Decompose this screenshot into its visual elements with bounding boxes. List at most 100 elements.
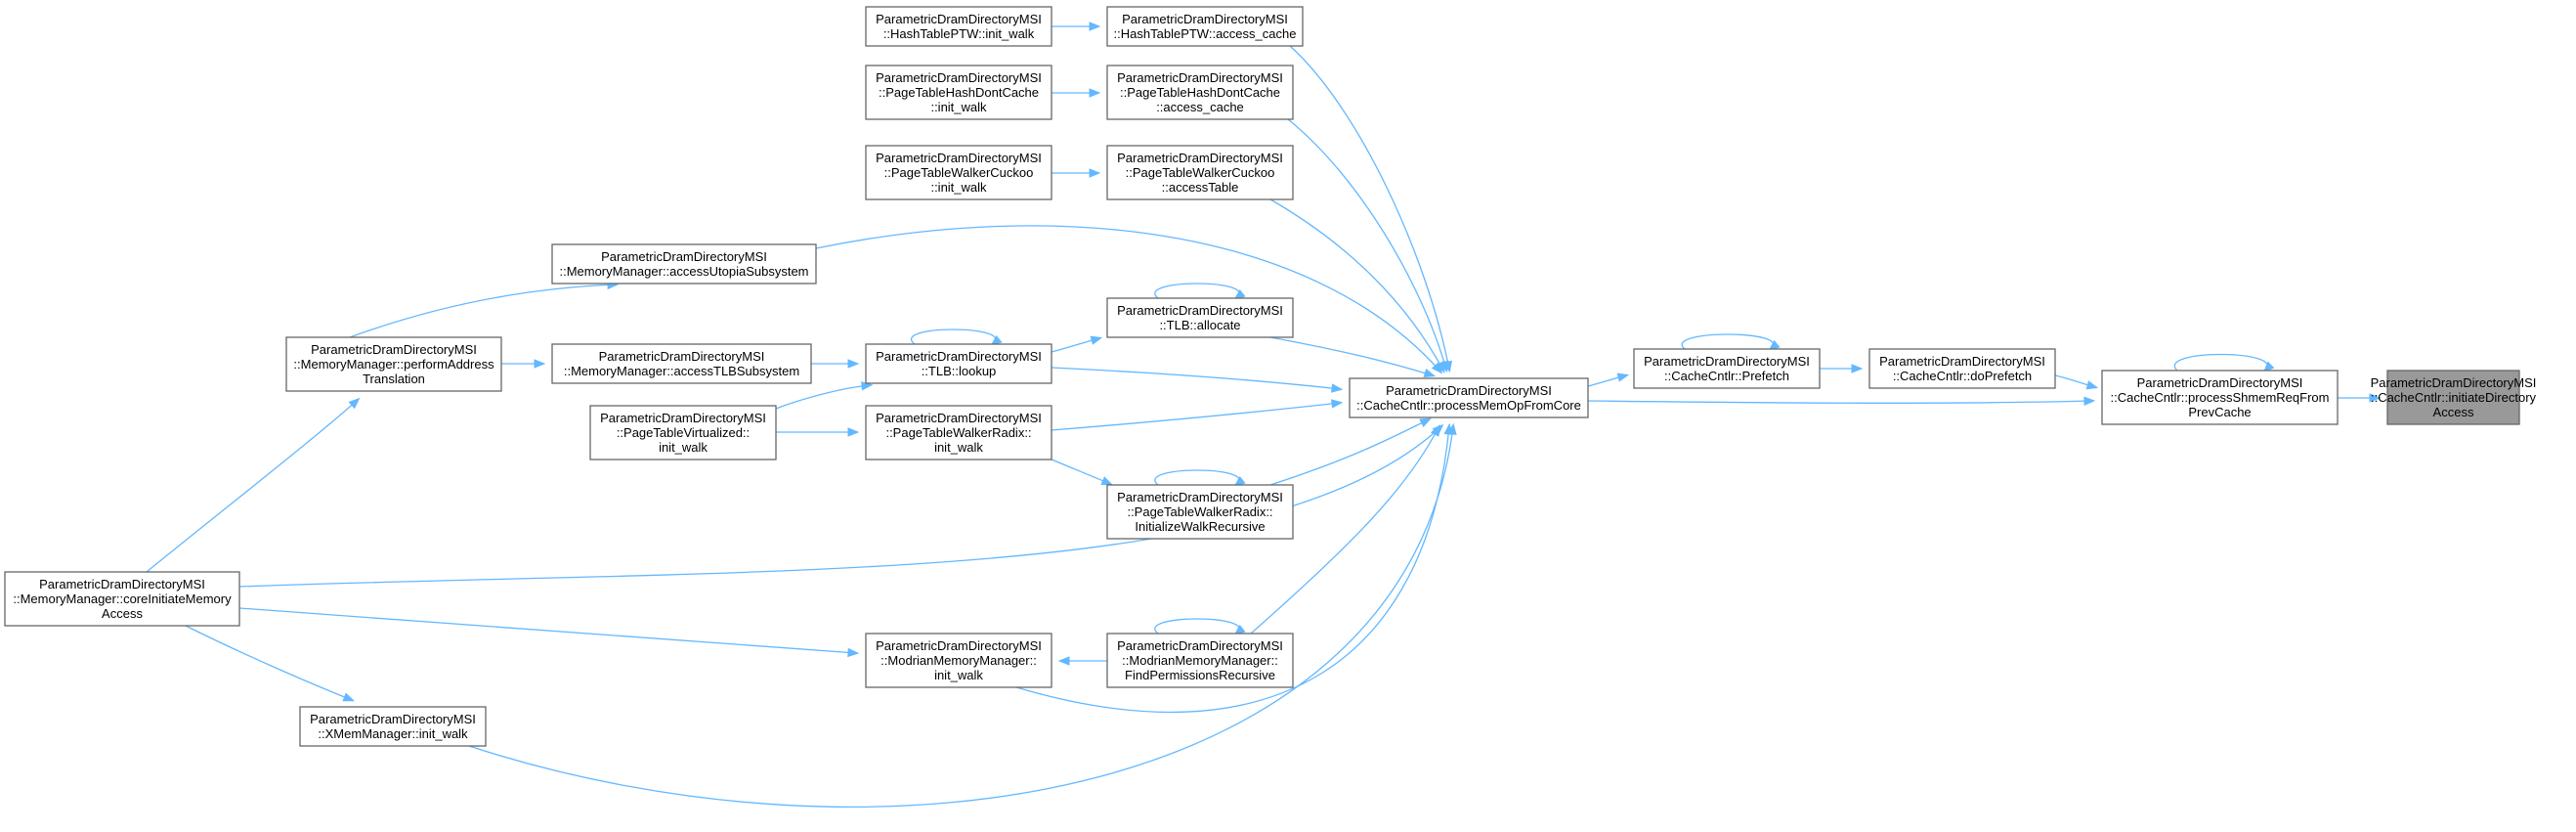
node-label-line: ParametricDramDirectoryMSI — [2137, 375, 2303, 390]
edge-line — [1015, 425, 1450, 714]
node-label-line: ::MemoryManager::accessTLBSubsystem — [564, 364, 799, 378]
node-label-line: ParametricDramDirectoryMSI — [1117, 70, 1283, 85]
arrowhead-icon — [348, 397, 361, 410]
node-doPrefetch[interactable]: ParametricDramDirectoryMSI::CacheCntlr::… — [1868, 348, 2056, 389]
node-label-line: ::init_walk — [930, 100, 987, 114]
node-label-line: ::PageTableVirtualized:: — [617, 425, 750, 440]
edge-coreInitiateMemoryAccess-to-XMemManager_init_walk — [185, 625, 356, 702]
edge-Prefetch-to-Prefetch — [1681, 333, 1781, 352]
node-label-line: ParametricDramDirectoryMSI — [876, 151, 1042, 165]
node-label-line: ParametricDramDirectoryMSI — [311, 342, 477, 357]
arrowhead-icon — [847, 647, 860, 658]
node-PageTableWalkerCuckoo_accessTable[interactable]: ParametricDramDirectoryMSI::PageTableWal… — [1106, 145, 1294, 200]
node-coreInitiateMemoryAccess[interactable]: ParametricDramDirectoryMSI::MemoryManage… — [4, 571, 240, 627]
node-label-line: ParametricDramDirectoryMSI — [876, 349, 1042, 364]
node-label-line: Access — [102, 606, 143, 621]
node-label-line: init_walk — [659, 440, 708, 455]
edge-coreInitiateMemoryAccess-to-performAddressTranslation — [146, 397, 361, 573]
arrowhead-icon — [847, 359, 860, 369]
node-label-line: ::MemoryManager::coreInitiateMemory — [13, 591, 232, 606]
node-accessTLBSubsystem[interactable]: ParametricDramDirectoryMSI::MemoryManage… — [551, 343, 812, 384]
edge-line — [146, 399, 359, 573]
node-label-line: ::PageTableWalkerCuckoo — [884, 165, 1034, 180]
edge-InitializeWalkRecursive-to-processMemOpFromCore — [1269, 417, 1432, 486]
node-label-line: ::PageTableWalkerRadix:: — [885, 425, 1031, 440]
node-label-line: ParametricDramDirectoryMSI — [876, 70, 1042, 85]
node-box — [865, 633, 1052, 688]
edge-line — [1289, 45, 1450, 371]
node-TLB_lookup[interactable]: ParametricDramDirectoryMSI::TLB::lookup — [865, 343, 1052, 384]
node-label-line: ::access_cache — [1156, 100, 1244, 114]
node-accessUtopiaSubsystem[interactable]: ParametricDramDirectoryMSI::MemoryManage… — [551, 243, 817, 285]
node-box — [1868, 348, 2056, 389]
node-label-line: ParametricDramDirectoryMSI — [1117, 638, 1283, 653]
edge-doPrefetch-to-processShmemReqFromPrevCache — [2054, 374, 2099, 390]
edge-line — [185, 625, 353, 701]
node-PageTableHashDontCache_access_cache[interactable]: ParametricDramDirectoryMSI::PageTableHas… — [1106, 65, 1294, 120]
node-label-line: ::XMemManager::init_walk — [318, 726, 468, 741]
node-PageTableWalkerRadix_init_walk[interactable]: ParametricDramDirectoryMSI::PageTableWal… — [865, 405, 1052, 460]
arrowhead-icon — [1089, 22, 1101, 31]
edge-XMemManager_init_walk-to-processMemOpFromCore — [468, 422, 1457, 808]
node-box — [285, 336, 502, 392]
edge-line — [1154, 618, 1240, 635]
node-processShmemReqFromPrevCache[interactable]: ParametricDramDirectoryMSI::CacheCntlr::… — [2101, 370, 2339, 425]
arrowhead-icon — [1089, 88, 1101, 98]
node-label-line: ParametricDramDirectoryMSI — [876, 411, 1042, 425]
node-label-line: ::MemoryManager::accessUtopiaSubsystem — [559, 264, 808, 279]
node-PageTableVirtualized_init_walk[interactable]: ParametricDramDirectoryMSI::PageTableVir… — [589, 405, 777, 460]
edge-processMemOpFromCore-to-processShmemReqFromPrevCache — [1587, 396, 2096, 406]
edge-line — [1587, 400, 2093, 404]
node-label-line: PrevCache — [2188, 405, 2251, 419]
edge-line — [1269, 198, 1444, 372]
edge-line — [815, 225, 1441, 372]
edge-TLB_allocate-to-TLB_allocate — [1154, 283, 1246, 301]
node-label-line: ParametricDramDirectoryMSI — [39, 577, 205, 591]
edge-line — [1051, 367, 1341, 390]
node-Prefetch[interactable]: ParametricDramDirectoryMSI::CacheCntlr::… — [1633, 348, 1821, 389]
edge-performAddressTranslation-to-accessUtopiaSubsystem — [349, 280, 620, 338]
node-TLB_allocate[interactable]: ParametricDramDirectoryMSI::TLB::allocat… — [1106, 297, 1294, 338]
node-FindPermissionsRecursive[interactable]: ParametricDramDirectoryMSI::ModrianMemor… — [1106, 633, 1294, 688]
node-label-line: ParametricDramDirectoryMSI — [601, 249, 767, 264]
node-box — [1106, 145, 1294, 200]
node-box — [865, 65, 1052, 120]
edge-line — [775, 384, 871, 410]
node-label-line: ::CacheCntlr::initiateDirectory — [2371, 390, 2537, 405]
edge-line — [911, 328, 997, 345]
node-label-line: ::PageTableHashDontCache — [879, 85, 1039, 100]
node-label-line: ParametricDramDirectoryMSI — [1117, 151, 1283, 165]
node-HashTablePTW_access_cache[interactable]: ParametricDramDirectoryMSI::HashTablePTW… — [1106, 6, 1304, 47]
node-initiateDirectoryAccess[interactable]: ParametricDramDirectoryMSI::CacheCntlr::… — [2371, 370, 2537, 425]
node-box — [1349, 377, 1589, 418]
edge-PageTableWalkerCuckoo_init_walk-to-PageTableWalkerCuckoo_accessTable — [1052, 168, 1101, 178]
edge-line — [1269, 336, 1434, 376]
arrowhead-icon — [1447, 422, 1457, 436]
arrowhead-icon — [1100, 476, 1114, 486]
nodes-layer: ParametricDramDirectoryMSI::CacheCntlr::… — [4, 6, 2537, 747]
edge-line — [468, 425, 1454, 808]
edge-line — [1051, 459, 1111, 485]
node-box — [865, 145, 1052, 200]
node-PageTableWalkerCuckoo_init_walk[interactable]: ParametricDramDirectoryMSI::PageTableWal… — [865, 145, 1052, 200]
node-ModrianMemoryManager_init_walk[interactable]: ParametricDramDirectoryMSI::ModrianMemor… — [865, 633, 1052, 688]
edge-PageTableWalkerRadix_init_walk-to-processMemOpFromCore — [1051, 399, 1344, 431]
edge-PageTableVirtualized_init_walk-to-TLB_lookup — [775, 381, 874, 410]
node-performAddressTranslation[interactable]: ParametricDramDirectoryMSI::MemoryManage… — [285, 336, 502, 392]
node-processMemOpFromCore[interactable]: ParametricDramDirectoryMSI::CacheCntlr::… — [1349, 377, 1589, 418]
node-PageTableHashDontCache_init_walk[interactable]: ParametricDramDirectoryMSI::PageTableHas… — [865, 65, 1052, 120]
edge-FindPermissionsRecursive-to-processMemOpFromCore — [1250, 424, 1440, 635]
node-XMemManager_init_walk[interactable]: ParametricDramDirectoryMSI::XMemManager:… — [299, 706, 487, 747]
node-label-line: ::init_walk — [930, 180, 987, 195]
arrowhead-icon — [1090, 335, 1103, 345]
node-InitializeWalkRecursive[interactable]: ParametricDramDirectoryMSI::PageTableWal… — [1106, 484, 1294, 540]
node-label-line: ParametricDramDirectoryMSI — [2371, 375, 2537, 390]
node-HashTablePTW_init_walk[interactable]: ParametricDramDirectoryMSI::HashTablePTW… — [865, 6, 1052, 47]
node-label-line: ParametricDramDirectoryMSI — [1117, 490, 1283, 504]
arrowhead-icon — [1430, 424, 1440, 437]
arrowhead-icon — [534, 359, 546, 369]
node-label-line: ::PageTableWalkerCuckoo — [1126, 165, 1275, 180]
edge-coreInitiateMemoryAccess-to-ModrianMemoryManager_init_walk — [238, 607, 860, 658]
node-label-line: ::PageTableHashDontCache — [1120, 85, 1280, 100]
node-label-line: Translation — [363, 372, 425, 386]
